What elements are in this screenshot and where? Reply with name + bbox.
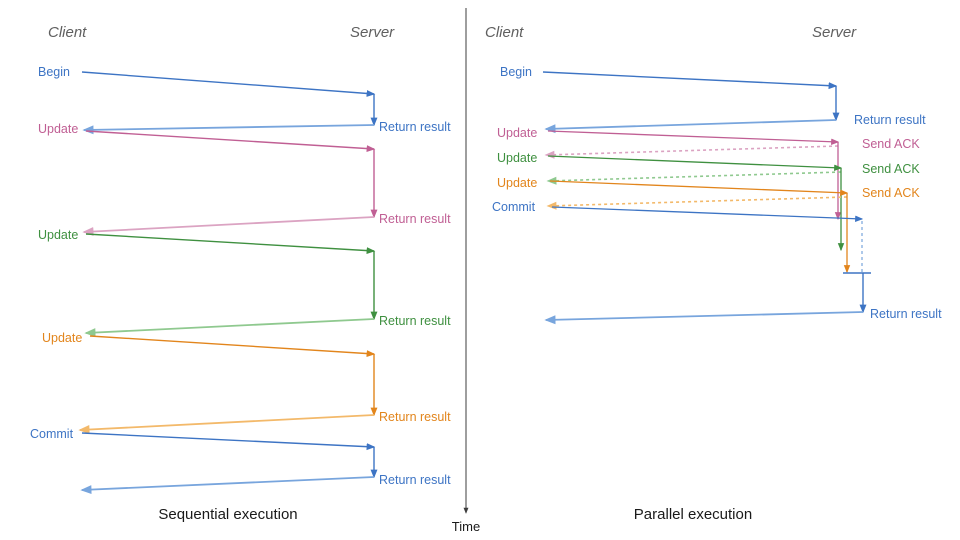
- parallel-begin-response-arrow: [544, 119, 837, 134]
- sequential-client-message-label-2: Update: [38, 228, 78, 242]
- sequential-update1-response-arrow: [82, 216, 375, 236]
- sequential-begin-request-arrow: [81, 71, 376, 97]
- parallel-server-message-label-4: Return result: [870, 307, 942, 321]
- parallel-client-message-label-4: Commit: [492, 200, 536, 214]
- sequential-begin-response-arrow: [82, 124, 375, 135]
- parallel-client-message-label-0: Begin: [500, 65, 532, 79]
- parallel-client-message-label-3: Update: [497, 176, 537, 190]
- panel-caption-1: Parallel execution: [634, 506, 752, 523]
- parallel-update2-ack-arrow: [546, 171, 842, 185]
- sequential-server-message-label-3: Return result: [379, 410, 451, 424]
- sequential-update3-response-arrow: [78, 414, 375, 434]
- sequential-update1-request-arrow: [85, 130, 376, 153]
- parallel-commit-response-arrow: [544, 311, 864, 325]
- sequential-client-message-label-0: Begin: [38, 65, 70, 79]
- panel-caption-0: Sequential execution: [158, 506, 297, 523]
- parallel-server-message-label-0: Return result: [854, 113, 926, 127]
- time-axis-label: Time: [452, 519, 480, 534]
- sequential-actor-client-label: Client: [48, 24, 87, 41]
- sequential-client-message-label-4: Commit: [30, 427, 74, 441]
- parallel-actor-client-label: Client: [485, 24, 524, 41]
- sequential-update3-request-arrow: [89, 335, 376, 357]
- parallel-update3-ack-arrow: [546, 196, 848, 210]
- parallel-server-message-label-3: Send ACK: [862, 186, 920, 200]
- parallel-actor-server-label: Server: [812, 24, 857, 41]
- sequential-client-message-label-3: Update: [42, 331, 82, 345]
- sequential-commit-request-arrow: [81, 432, 376, 451]
- parallel-update2-request-arrow: [547, 155, 843, 171]
- parallel-client-message-label-1: Update: [497, 126, 537, 140]
- sequential-client-message-label-1: Update: [38, 122, 78, 136]
- sequential-server-message-label-2: Return result: [379, 314, 451, 328]
- sequential-update2-response-arrow: [84, 318, 375, 337]
- parallel-server-message-label-1: Send ACK: [862, 137, 920, 151]
- message-flow-layer: [78, 71, 871, 495]
- sequential-server-message-label-1: Return result: [379, 212, 451, 226]
- sequential-actor-server-label: Server: [350, 24, 395, 41]
- parallel-update1-request-arrow: [547, 130, 840, 145]
- parallel-update3-request-arrow: [549, 180, 849, 196]
- parallel-begin-request-arrow: [542, 71, 838, 90]
- sequential-commit-response-arrow: [80, 476, 375, 495]
- parallel-update1-ack-arrow: [544, 145, 839, 159]
- sequential-server-message-label-4: Return result: [379, 473, 451, 487]
- parallel-client-message-label-2: Update: [497, 151, 537, 165]
- parallel-commit-request-arrow: [551, 206, 864, 222]
- sequential-update2-request-arrow: [85, 233, 376, 255]
- parallel-server-message-label-2: Send ACK: [862, 162, 920, 176]
- sequential-server-message-label-0: Return result: [379, 120, 451, 134]
